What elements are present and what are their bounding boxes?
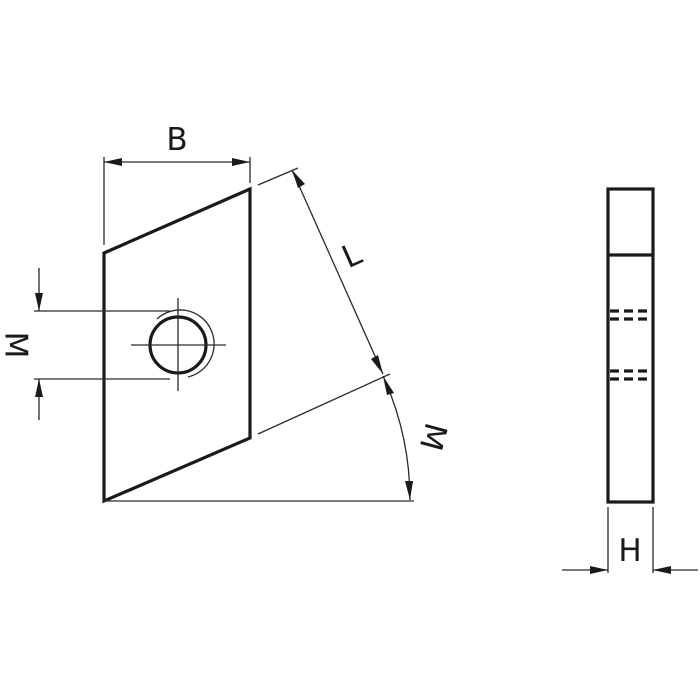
- dimension-h: H: [562, 507, 698, 574]
- angle-dimension: M: [104, 373, 454, 502]
- dimension-b: B: [103, 122, 251, 245]
- dimension-m-arc-label: M: [412, 419, 454, 454]
- insert-outline: [102, 186, 252, 504]
- side-view-outline: [606, 187, 655, 504]
- dimension-m-left: M: [0, 268, 170, 420]
- side-view: [606, 187, 655, 504]
- dimension-h-label: H: [618, 533, 641, 569]
- dimension-l-label: L: [337, 236, 368, 276]
- dimension-l: L: [257, 167, 384, 375]
- front-view: [102, 186, 252, 504]
- dimension-b-label: B: [166, 122, 187, 158]
- dimension-l-line: [291, 169, 384, 375]
- hole-counterbore-arc: [156, 309, 215, 378]
- dimension-m-left-label: M: [0, 332, 34, 359]
